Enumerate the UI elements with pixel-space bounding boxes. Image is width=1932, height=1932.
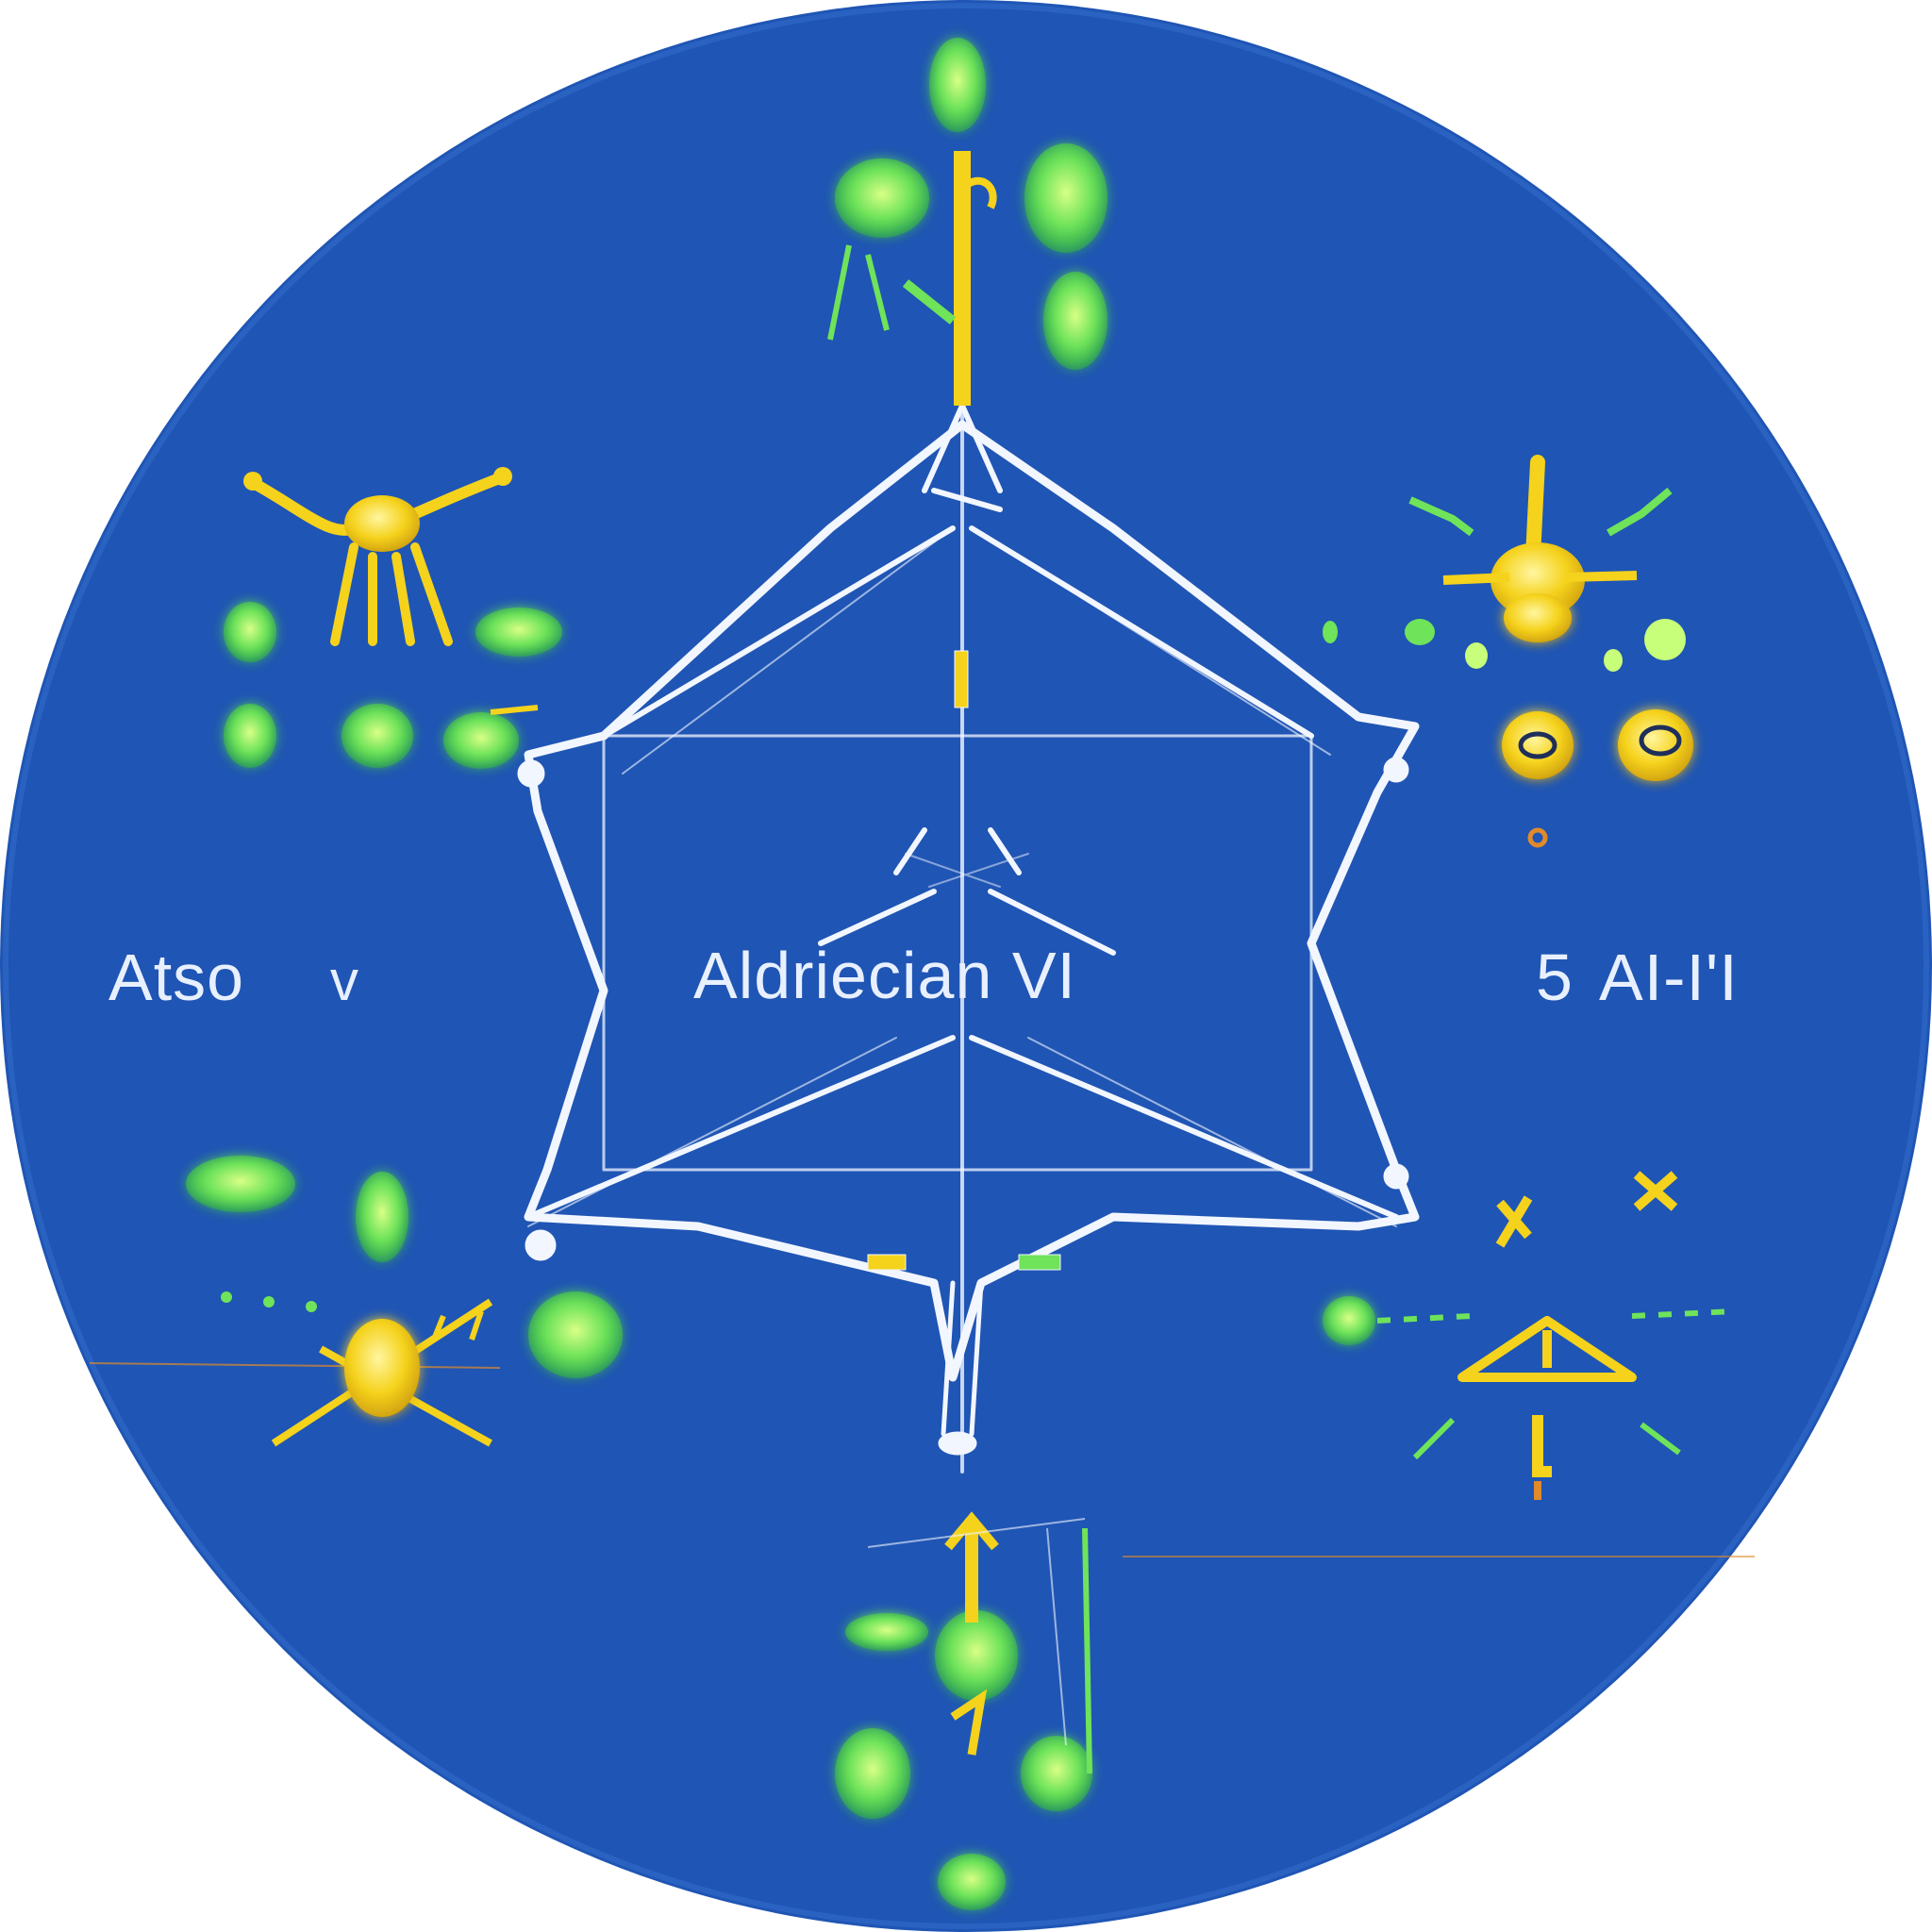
label-left-glyph: v [330, 949, 359, 1012]
yellow-atom-icon [89, 1156, 623, 1447]
label-center: Aldriecian VI [693, 939, 1076, 1012]
yellow-creature-icon [1408, 455, 1673, 642]
plant-sprout-icon [835, 1511, 1092, 1910]
label-right-prefix: 5 [1536, 941, 1574, 1014]
glow-dots-top-right [1323, 619, 1693, 848]
yellow-creature-icon [243, 467, 512, 646]
yellow-umbrella-icon [1123, 1171, 1755, 1557]
label-left: Atso [108, 941, 244, 1014]
plant-sprout-icon [827, 38, 1108, 406]
hexagram-network-icon [517, 403, 1420, 1474]
label-right: AI-I'I [1599, 941, 1739, 1014]
disc-rim [3, 3, 1929, 1929]
glow-dots-top-left [224, 602, 562, 769]
